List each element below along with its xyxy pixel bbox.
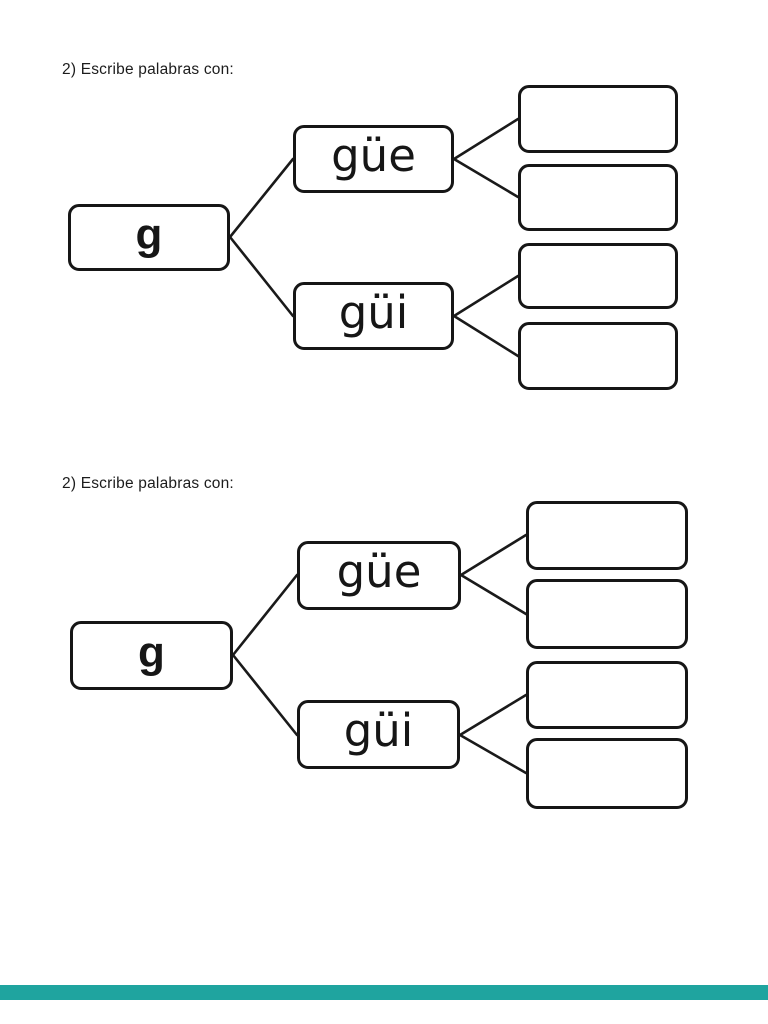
branch-label-gue: güe bbox=[331, 128, 416, 182]
root-box-g: g bbox=[68, 204, 230, 271]
branch-box-gue: güe bbox=[293, 125, 454, 193]
exercise-heading: 2) Escribe palabras con: bbox=[62, 61, 234, 78]
branch-label-gui: güi bbox=[338, 285, 409, 339]
answer-box[interactable] bbox=[518, 85, 678, 153]
branch-box-gui: güi bbox=[293, 282, 454, 350]
branch-label-gue: güe bbox=[336, 545, 422, 598]
answer-box[interactable] bbox=[518, 243, 678, 309]
answer-box[interactable] bbox=[518, 322, 678, 390]
root-label: g bbox=[138, 627, 165, 677]
exercise-heading: 2) Escribe palabras con: bbox=[62, 475, 234, 492]
answer-box[interactable] bbox=[518, 164, 678, 231]
answer-box[interactable] bbox=[526, 738, 688, 809]
page-divider-bar bbox=[0, 985, 768, 1000]
root-box-g: g bbox=[70, 621, 233, 690]
branch-label-gui: güi bbox=[343, 704, 414, 757]
answer-box[interactable] bbox=[526, 661, 688, 729]
answer-box[interactable] bbox=[526, 579, 688, 649]
branch-box-gui: güi bbox=[297, 700, 460, 769]
root-label: g bbox=[135, 209, 163, 259]
answer-box[interactable] bbox=[526, 501, 688, 570]
branch-box-gue: güe bbox=[297, 541, 461, 610]
